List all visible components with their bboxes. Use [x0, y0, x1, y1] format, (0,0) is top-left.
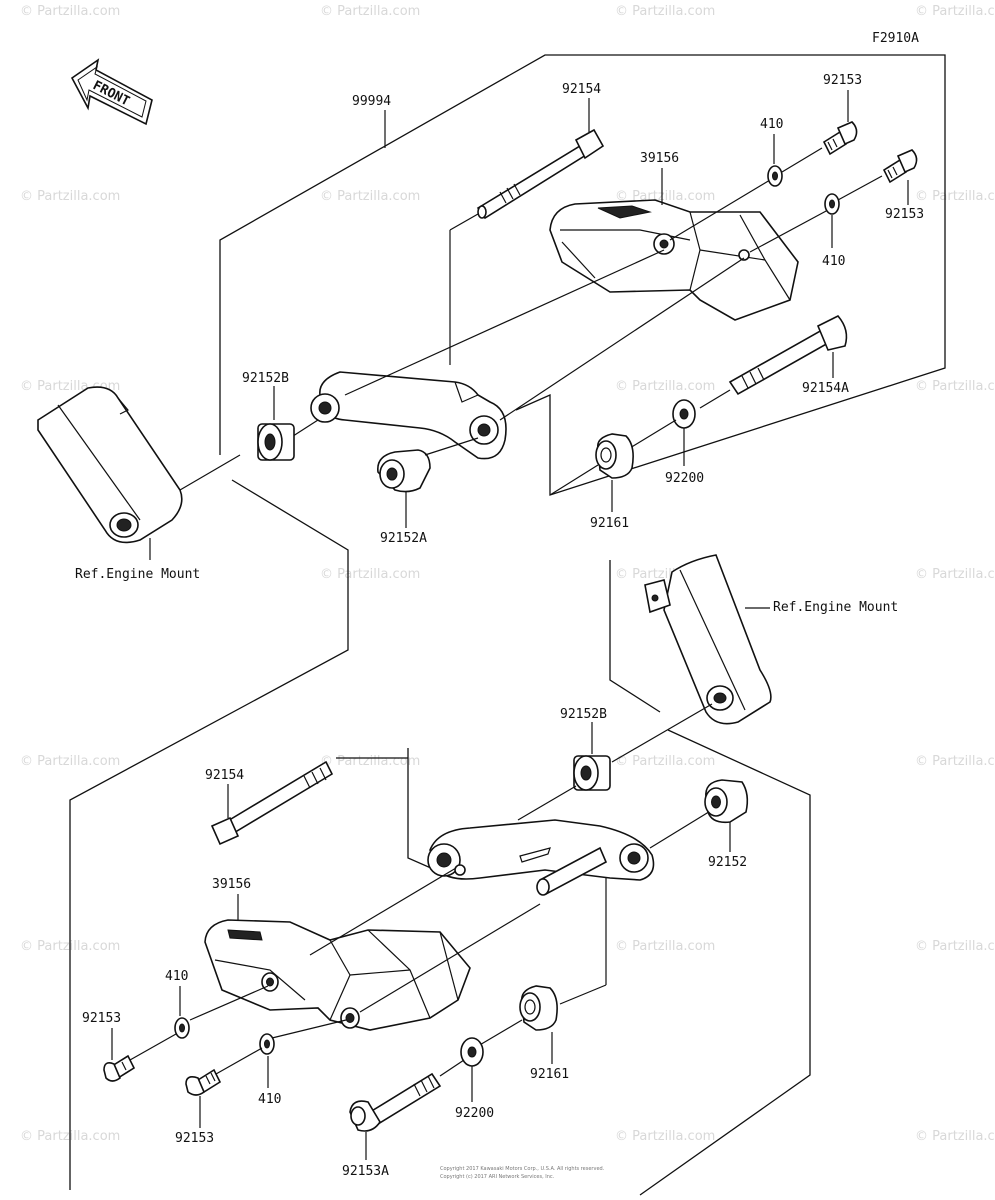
watermark-text: © Partzilla.com: [615, 754, 715, 769]
watermark-text: © Partzilla.com: [320, 754, 420, 769]
label-410-lower-mid: 410: [258, 1092, 281, 1107]
leader-line: [749, 209, 829, 253]
label-92153-upper-right: 92153: [885, 207, 924, 222]
watermark-text: © Partzilla.com: [20, 754, 120, 769]
leader-line: [649, 809, 713, 849]
upper-kit-frame: [69, 54, 946, 1190]
leader-line: [781, 147, 823, 173]
leader-line: [669, 179, 771, 241]
leader-line: [477, 1019, 523, 1047]
watermark-text: © Partzilla.com: [615, 939, 715, 954]
label-92200-upper: 92200: [665, 471, 704, 486]
leader-line: [189, 985, 269, 1021]
watermark-text: © Partzilla.com: [915, 4, 995, 19]
watermark-text: © Partzilla.com: [915, 189, 995, 204]
washer-large-lower: [460, 1037, 484, 1067]
washer-lower-left: [174, 1017, 190, 1039]
label-92152B-lower: 92152B: [560, 707, 607, 722]
watermark-text: © Partzilla.com: [915, 567, 995, 582]
leader-line: [129, 1033, 177, 1061]
watermark-text: © Partzilla.com: [320, 4, 420, 19]
leader-line: [271, 1019, 347, 1039]
watermark-text: © Partzilla.com: [320, 189, 420, 204]
label-39156-lower: 39156: [212, 877, 251, 892]
bolt-a-upper: [728, 315, 848, 396]
spacer-b-upper: [257, 423, 295, 461]
washer-upper-top: [767, 165, 783, 187]
label-92153A-lower: 92153A: [342, 1164, 389, 1179]
watermark-text: © Partzilla.com: [615, 379, 715, 394]
leader-line: [344, 249, 665, 396]
label-99994: 99994: [352, 94, 391, 109]
label-92152B-upper: 92152B: [242, 371, 289, 386]
bracket-upper: [310, 371, 507, 460]
diagram-code: F2910A: [872, 31, 919, 46]
label-92161-lower: 92161: [530, 1067, 569, 1082]
label-410-lower-left: 410: [165, 969, 188, 984]
label-92153-upper-top: 92153: [823, 73, 862, 88]
spacer-a-upper: [377, 449, 431, 493]
watermark-text: © Partzilla.com: [915, 754, 995, 769]
bolt-small-lower-left: [103, 1054, 136, 1082]
leader-line: [837, 175, 883, 201]
label-92161-upper: 92161: [590, 516, 629, 531]
engine-mount-left: [37, 386, 241, 560]
label-92154-upper: 92154: [562, 82, 601, 97]
leader-line: [359, 903, 541, 1013]
label-410-upper-right: 410: [822, 254, 845, 269]
bolt-small-upper-right: [882, 149, 918, 184]
copyright-line: Copyright (c) 2017 ARI Network Services,…: [440, 1174, 555, 1180]
washer-lower-mid: [259, 1033, 275, 1055]
leader-line: [517, 785, 577, 821]
watermark-text: © Partzilla.com: [20, 4, 120, 19]
bolt-a-lower: [349, 1072, 442, 1132]
bolt-small-lower-bottom: [185, 1068, 222, 1096]
leader-line: [449, 213, 479, 231]
label-410-upper-top: 410: [760, 117, 783, 132]
bracket-lower: [427, 819, 655, 896]
leader-line: [611, 703, 713, 763]
ref-engine-mount-label: Ref.Engine Mount: [773, 600, 898, 615]
collar-lower: [519, 985, 558, 1031]
leader-line: [215, 1047, 263, 1075]
front-arrow-icon: FRONT: [70, 58, 153, 126]
label-39156-upper: 39156: [640, 151, 679, 166]
leader-line: [424, 437, 479, 456]
spacer-lower: [704, 779, 749, 824]
label-92152-lower: 92152: [708, 855, 747, 870]
leader-line: [499, 257, 745, 421]
bolt-long-lower: [210, 760, 334, 846]
leader-line: [559, 984, 607, 1005]
leader-line: [629, 419, 677, 449]
label-92154A-upper: 92154A: [802, 381, 849, 396]
washer-upper-right: [824, 193, 840, 215]
watermark-text: © Partzilla.com: [915, 939, 995, 954]
label-92154-lower: 92154: [205, 768, 244, 783]
slider-upper: [549, 199, 799, 321]
bolt-small-upper-top: [822, 121, 858, 156]
watermark-text: © Partzilla.com: [20, 189, 120, 204]
collar-upper: [595, 433, 634, 479]
label-92153-lower-left: 92153: [82, 1011, 121, 1026]
copyright-line: Copyright 2017 Kawasaki Motors Corp., U.…: [440, 1166, 605, 1172]
slider-lower: [204, 919, 471, 1031]
washer-large-upper: [672, 399, 696, 429]
label-92153-lower-bottom: 92153: [175, 1131, 214, 1146]
label-92200-lower: 92200: [455, 1106, 494, 1121]
watermark-text: © Partzilla.com: [615, 4, 715, 19]
leader-line: [549, 464, 599, 496]
watermark-text: © Partzilla.com: [615, 1129, 715, 1144]
ref-engine-mount-label: Ref.Engine Mount: [75, 567, 200, 582]
leader-line: [309, 867, 457, 956]
leader-line: [699, 389, 731, 409]
spacer-b-lower: [573, 755, 611, 791]
watermark-text: © Partzilla.com: [915, 379, 995, 394]
watermark-text: © Partzilla.com: [915, 1129, 995, 1144]
watermark-text: © Partzilla.com: [320, 567, 420, 582]
bolt-long-upper: [476, 128, 605, 220]
engine-mount-right: [644, 554, 772, 725]
leader-line: [439, 1059, 465, 1077]
label-92152A-upper: 92152A: [380, 531, 427, 546]
